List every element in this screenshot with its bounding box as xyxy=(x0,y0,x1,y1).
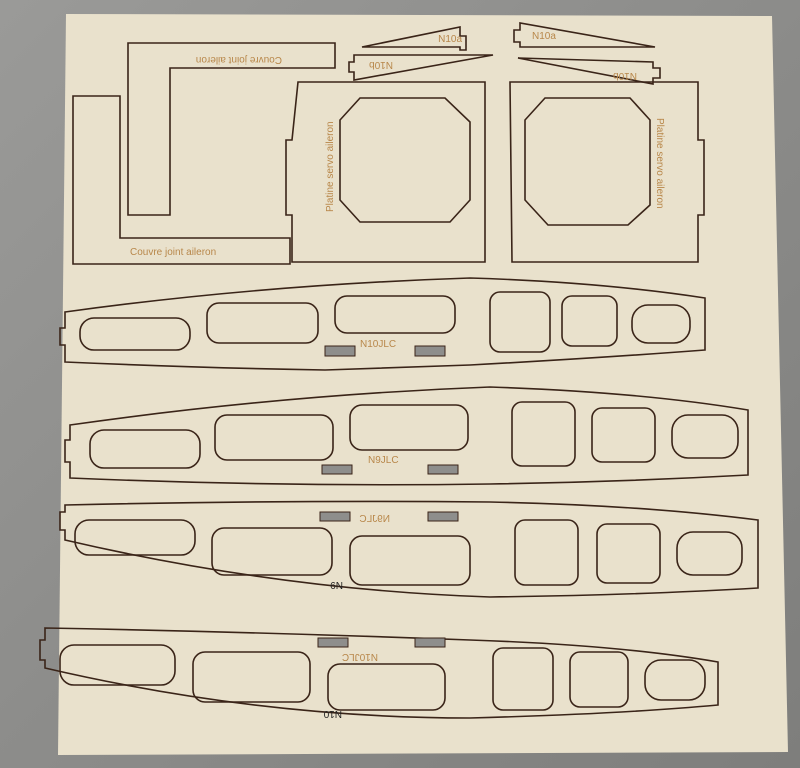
cover-label-top: Couvre joint aileron xyxy=(196,54,282,65)
rib-2 xyxy=(64,386,749,486)
rib-1 xyxy=(59,277,706,371)
rib-3-label: N9JLC xyxy=(359,514,390,525)
n10b-right-label: N10b xyxy=(613,70,637,81)
n10b-left xyxy=(348,54,494,81)
rib-3-small-label: N9 xyxy=(330,579,343,590)
n10b-left-label: N10b xyxy=(369,59,393,70)
n10a-left xyxy=(361,26,467,51)
n10b-right xyxy=(517,57,661,85)
cover-label-bottom: Couvre joint aileron xyxy=(130,247,216,258)
rib-2-label: N9JLC xyxy=(368,455,399,466)
cover-piece-top xyxy=(127,42,336,216)
plywood-sheet xyxy=(58,14,788,755)
rib-4-small-label: N10 xyxy=(323,708,342,719)
rib-4-label: N10JLC xyxy=(342,651,378,662)
n10a-right-label: N10a xyxy=(532,31,556,42)
rib-1-label: N10JLC xyxy=(360,339,396,350)
servo-plate-right-hole xyxy=(524,97,651,226)
rib-2-holes xyxy=(89,401,739,469)
servo-plate-right xyxy=(509,81,705,263)
rib-4-holes xyxy=(59,644,706,711)
cover-piece-bottom xyxy=(72,95,291,265)
n10a-right xyxy=(513,22,656,48)
servo-plate-left xyxy=(285,81,486,263)
rib-1-holes xyxy=(79,291,691,353)
rib-4 xyxy=(39,627,719,719)
n10a-left-label: N10a xyxy=(438,34,462,45)
rib-3-holes xyxy=(74,519,743,586)
servo-label-right: Platine servo aileron xyxy=(654,118,665,209)
servo-label-left: Platine servo aileron xyxy=(325,121,336,212)
servo-plate-left-hole xyxy=(339,97,471,223)
